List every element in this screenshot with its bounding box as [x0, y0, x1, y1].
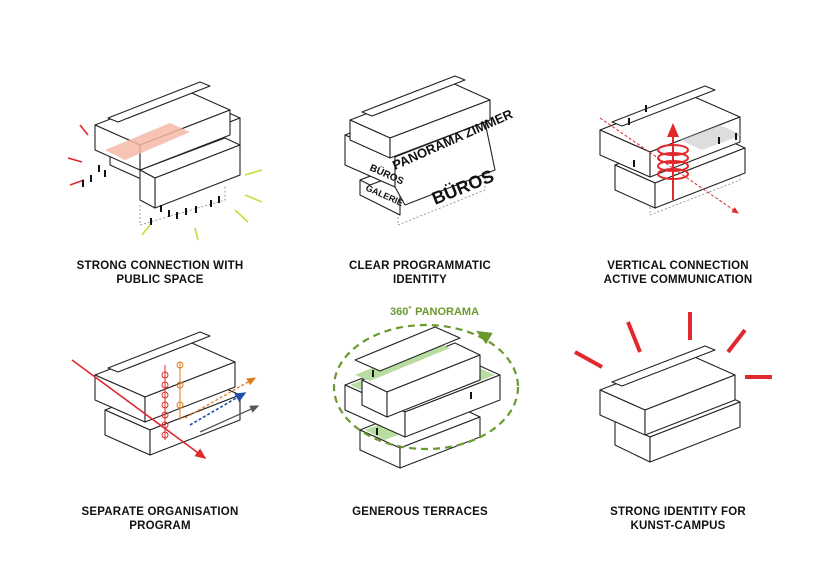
- red-rays: [67, 124, 89, 186]
- gray-program-arrow: [199, 405, 260, 433]
- people-figures: [372, 370, 472, 435]
- panorama-360-label: 360˚ PANORAMA: [390, 306, 479, 318]
- green-rays: [141, 169, 263, 241]
- public-level-highlight: [105, 123, 190, 160]
- orange-program-arrow: [184, 377, 257, 419]
- spiral-stair: [657, 144, 689, 180]
- red-program-arrow: [71, 359, 207, 459]
- diagram-program-identity: PANORAMA ZIMMER BÜROS BÜROS GALERIE: [344, 75, 516, 226]
- circulation-arrow: [599, 117, 739, 214]
- blue-program-arrow: [189, 392, 247, 426]
- panorama-orbit: [332, 323, 520, 451]
- red-node-chain: [161, 365, 169, 440]
- diagram-vertical-connection: [599, 85, 746, 216]
- identity-rays: [574, 312, 772, 379]
- people-figures: [82, 165, 220, 225]
- orange-node-chain: [176, 361, 184, 420]
- diagram-strong-identity: [574, 312, 772, 463]
- diagram-public-space: [67, 81, 263, 241]
- people-figures: [628, 105, 737, 167]
- diagram-separate-organisation: [71, 331, 260, 459]
- diagram-terraces: 360˚ PANORAMA: [332, 306, 520, 469]
- caption-generous-terraces: GENEROUS TERRACES: [352, 506, 488, 518]
